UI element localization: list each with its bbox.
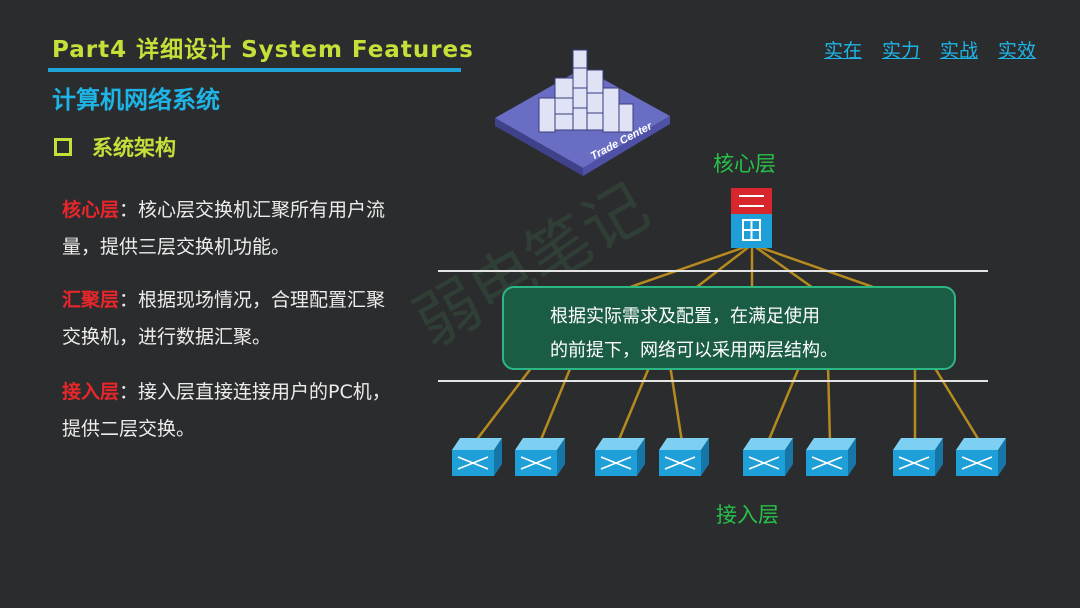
top-nav: 实在 实力 实战 实效 [824, 36, 1036, 63]
nav-link-3[interactable]: 实战 [939, 40, 978, 62]
nav-link-1[interactable]: 实在 [823, 40, 862, 62]
access-switch-icon [452, 438, 502, 476]
core-switch-icon [731, 188, 772, 248]
checkbox-bullet-icon [54, 138, 72, 156]
paragraph-tag: 核心层 [62, 199, 120, 221]
paragraph-text: ：核心层交换机汇聚所有用户流量，提供三层交换机功能。 [62, 199, 386, 258]
core-layer-label: 核心层 [713, 152, 776, 176]
title-underline [48, 68, 461, 72]
access-switch-icon [595, 438, 645, 476]
paragraph-text: ：接入层直接连接用户的PC机，提供二层交换。 [62, 381, 391, 440]
building-icon: Trade Center [495, 49, 670, 176]
section-label: 系统架构 [54, 132, 176, 162]
paragraph-access: 接入层：接入层直接连接用户的PC机，提供二层交换。 [62, 374, 402, 448]
access-switch-icon [806, 438, 856, 476]
info-callout: 根据实际需求及配置，在满足使用 的前提下，网络可以采用两层结构。 [502, 286, 956, 370]
section-label-text: 系统架构 [92, 136, 176, 160]
access-switch-icon [956, 438, 1006, 476]
divider-line-bottom [438, 380, 988, 382]
divider-line-top [438, 270, 988, 272]
paragraph-core: 核心层：核心层交换机汇聚所有用户流量，提供三层交换机功能。 [62, 192, 402, 266]
section-heading: 计算机网络系统 [52, 86, 220, 114]
callout-line-2: 的前提下，网络可以采用两层结构。 [550, 340, 838, 361]
paragraph-aggregation: 汇聚层：根据现场情况，合理配置汇聚交换机，进行数据汇聚。 [62, 282, 402, 356]
paragraph-tag: 接入层 [62, 381, 120, 403]
access-switch-icon [515, 438, 565, 476]
access-switch-icon [743, 438, 793, 476]
access-switch-icon [893, 438, 943, 476]
paragraph-tag: 汇聚层 [62, 289, 120, 311]
nav-link-2[interactable]: 实力 [881, 40, 920, 62]
callout-line-1: 根据实际需求及配置，在满足使用 [550, 306, 820, 327]
paragraph-text: ：根据现场情况，合理配置汇聚交换机，进行数据汇聚。 [62, 289, 386, 348]
access-layer-label: 接入层 [716, 503, 779, 527]
nav-link-4[interactable]: 实效 [997, 40, 1036, 62]
page-title: Part4 详细设计 System Features [52, 37, 474, 63]
access-switch-icon [659, 438, 709, 476]
